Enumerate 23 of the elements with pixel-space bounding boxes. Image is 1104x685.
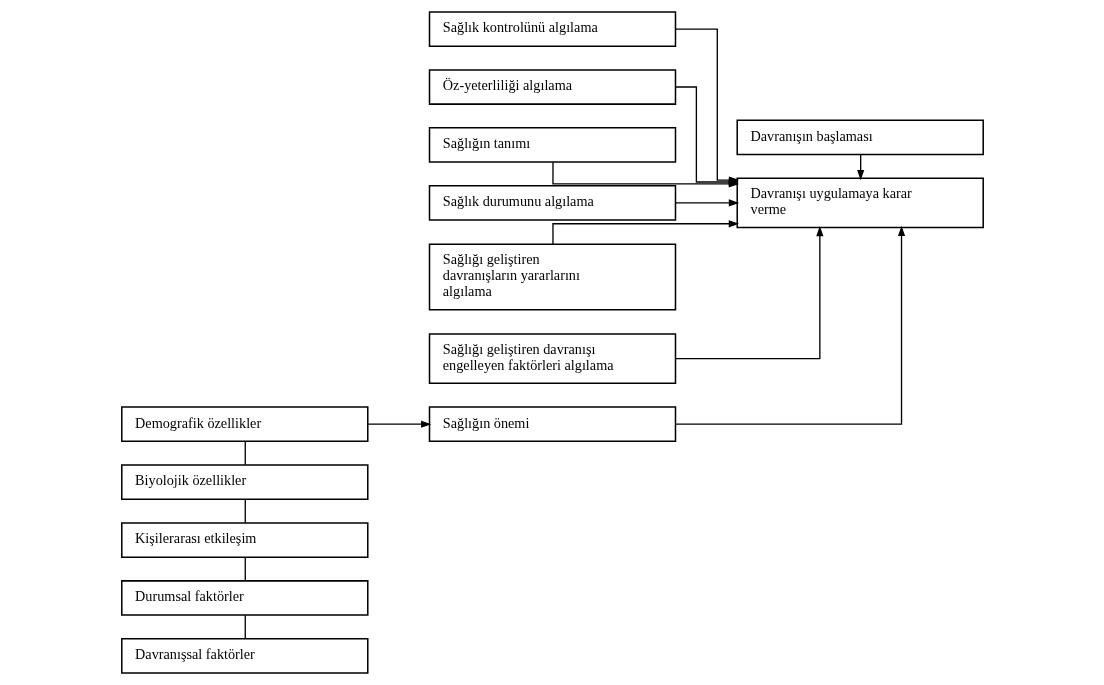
node-box: Davranışsal faktörler — [120, 638, 369, 674]
node-box: Sağlık durumunu algılama — [428, 185, 676, 221]
node-box: Sağlık kontrolünü algılama — [428, 11, 676, 47]
arrow — [367, 420, 431, 428]
node-box: Öz-yeterliliği algılama — [428, 69, 676, 105]
node-box: Kişilerarası etkileşim — [120, 522, 369, 558]
arrow — [674, 225, 823, 360]
node-box: Durumsal faktörler — [120, 580, 369, 616]
node-box: Demografik özellikler — [120, 406, 369, 443]
node-box: Sağlığı geliştiren davranışı engelleyen faktörleri algılama — [428, 333, 676, 385]
connector — [244, 556, 246, 582]
node-box: Davranışı uygulamaya karar verme — [735, 177, 984, 229]
connector — [244, 614, 246, 640]
arrow — [551, 220, 739, 245]
node-box: Sağlığın önemi — [428, 406, 676, 443]
node-box: Davranışın başlaması — [735, 119, 984, 156]
connector — [244, 498, 246, 524]
node-box: Sağlığı geliştiren davranışların yararlarını algılama — [428, 243, 676, 311]
node-box: Biyolojik özellikler — [120, 464, 369, 500]
connector — [244, 440, 246, 466]
arrow — [674, 225, 905, 425]
node-box: Sağlığın tanımı — [428, 127, 676, 163]
arrow — [674, 199, 739, 207]
